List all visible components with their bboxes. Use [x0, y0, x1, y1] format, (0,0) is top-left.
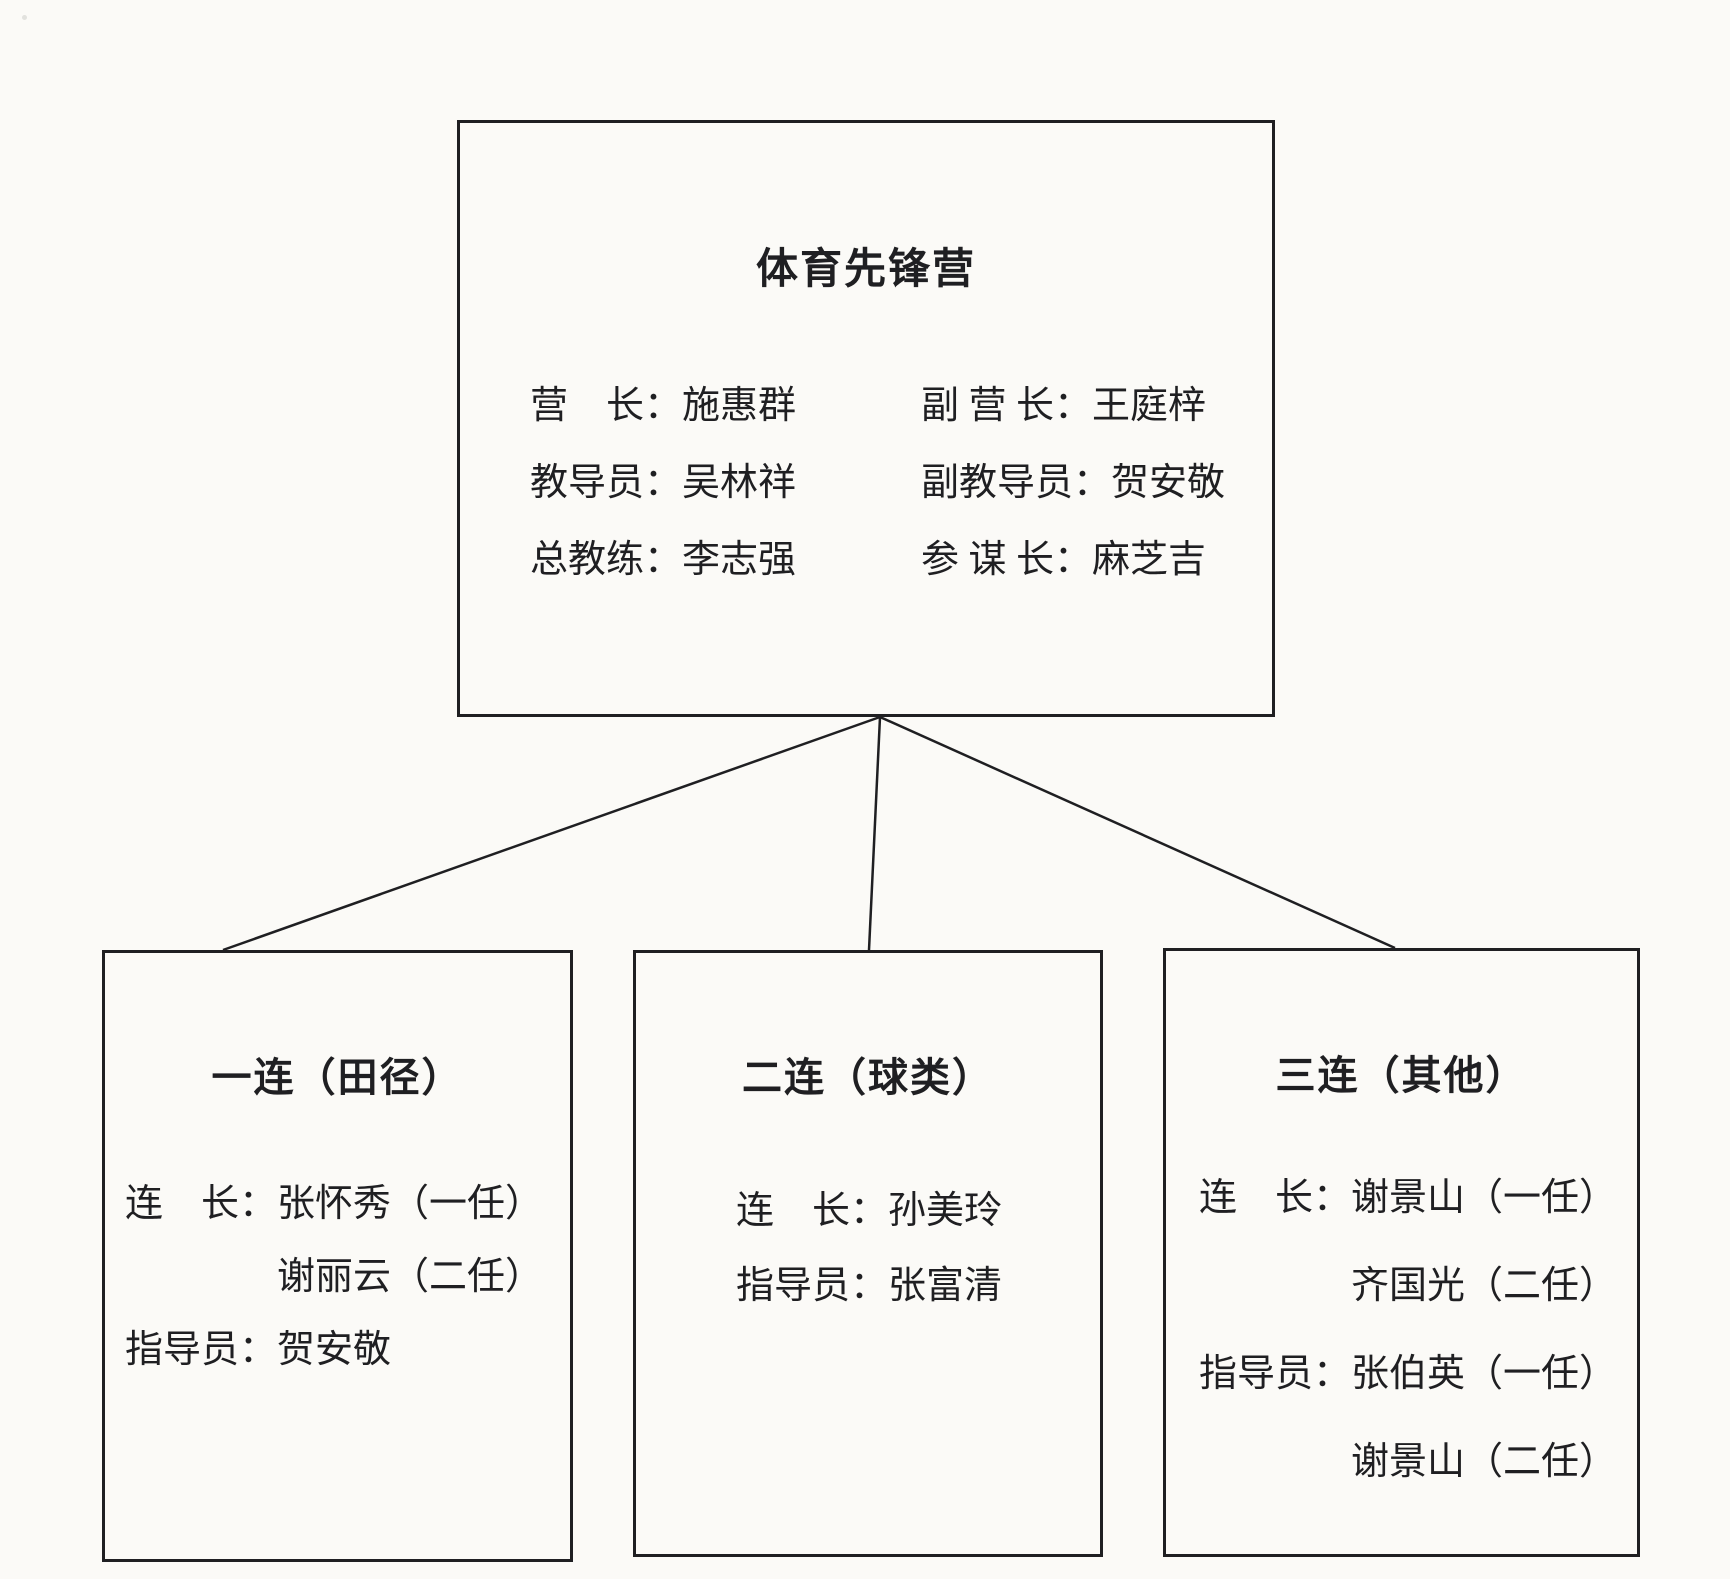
officer-row: 连 长：孙美玲 [736, 1169, 1100, 1244]
company-box-ball-games: 二连（球类） 连 长：孙美玲 指导员：张富清 [633, 950, 1103, 1557]
officer-row: 齐国光（二任） [1199, 1237, 1637, 1325]
officer-entry: 总教练：李志强 [530, 517, 796, 594]
company-title: 二连（球类） [742, 1055, 994, 1100]
officer-entry: 营 长：施惠群 [530, 363, 796, 440]
role-label: 总教练： [530, 539, 683, 581]
officer-entry: 副教导员：贺安敬 [921, 440, 1225, 517]
company-box-others: 三连（其他） 连 长：谢景山（一任） 齐国光（二任） 指导员：张伯英（一任） 谢… [1163, 948, 1640, 1557]
connector-line-company-1 [222, 715, 881, 952]
company-title: 一连（田径） [211, 1055, 464, 1100]
person-name: 李志强 [682, 539, 797, 581]
role-label: 副教导员： [921, 462, 1112, 504]
officer-row: 指导员：张伯英（一任） [1199, 1325, 1637, 1413]
company-title: 三连（其他） [1275, 1053, 1528, 1098]
role-label: 指导员： [125, 1329, 278, 1371]
person-name: 张怀秀（一任） [277, 1183, 544, 1225]
person-name: 齐国光（二任） [1351, 1264, 1618, 1307]
battalion-officer-list: 营 长：施惠群 副 营 长：王庭梓 教导员：吴林祥 副教导员：贺安敬 总教练：李… [460, 363, 1272, 594]
battalion-title: 体育先锋营 [755, 247, 976, 293]
officer-row: 谢丽云（二任） [125, 1236, 570, 1309]
person-name: 谢景山（一任） [1351, 1176, 1618, 1219]
officer-row: 教导员：吴林祥 副教导员：贺安敬 [460, 440, 1272, 517]
role-label: 副 营 长： [921, 385, 1093, 427]
company-box-athletics: 一连（田径） 连 长：张怀秀（一任） 谢丽云（二任） 指导员：贺安敬 [102, 950, 573, 1562]
company-officer-list: 连 长：张怀秀（一任） 谢丽云（二任） 指导员：贺安敬 [105, 1163, 570, 1382]
person-name: 谢景山（二任） [1351, 1440, 1618, 1483]
connector-line-company-2 [867, 716, 882, 951]
role-label: 连 长： [736, 1190, 889, 1232]
person-name: 王庭梓 [1092, 385, 1207, 427]
role-label: 连 长： [1199, 1176, 1352, 1219]
role-label: 指导员： [736, 1265, 889, 1307]
person-name: 张伯英（一任） [1351, 1352, 1618, 1395]
officer-row: 指导员：贺安敬 [125, 1309, 570, 1382]
role-label: 连 长： [125, 1183, 278, 1225]
officer-row: 连 长：张怀秀（一任） [125, 1163, 570, 1236]
officer-row: 营 长：施惠群 副 营 长：王庭梓 [460, 363, 1272, 440]
officer-entry: 参 谋 长：麻芝吉 [921, 517, 1206, 594]
officer-row: 总教练：李志强 参 谋 长：麻芝吉 [460, 517, 1272, 594]
battalion-box: 体育先锋营 营 长：施惠群 副 营 长：王庭梓 教导员：吴林祥 副教导员：贺安敬 [457, 120, 1275, 717]
company-officer-list: 连 长：孙美玲 指导员：张富清 [636, 1169, 1100, 1319]
scan-speck [22, 15, 27, 20]
person-name: 贺安敬 [1111, 462, 1226, 504]
company-officer-list: 连 长：谢景山（一任） 齐国光（二任） 指导员：张伯英（一任） 谢景山（二任） [1166, 1149, 1637, 1501]
person-name: 张富清 [888, 1265, 1003, 1307]
person-name: 贺安敬 [277, 1329, 392, 1371]
connector-line-company-3 [879, 715, 1396, 950]
person-name: 吴林祥 [682, 462, 797, 504]
officer-entry: 副 营 长：王庭梓 [921, 363, 1206, 440]
role-label: 参 谋 长： [921, 539, 1093, 581]
role-label: 教导员： [530, 462, 683, 504]
role-label: 指导员： [1199, 1352, 1352, 1395]
officer-row: 指导员：张富清 [736, 1244, 1100, 1319]
person-name: 孙美玲 [888, 1190, 1003, 1232]
officer-entry: 教导员：吴林祥 [530, 440, 796, 517]
person-name: 施惠群 [682, 385, 797, 427]
officer-row: 谢景山（二任） [1199, 1413, 1637, 1501]
person-name: 谢丽云（二任） [277, 1256, 544, 1298]
officer-row: 连 长：谢景山（一任） [1199, 1149, 1637, 1237]
person-name: 麻芝吉 [1092, 539, 1207, 581]
role-label: 营 长： [530, 385, 683, 427]
